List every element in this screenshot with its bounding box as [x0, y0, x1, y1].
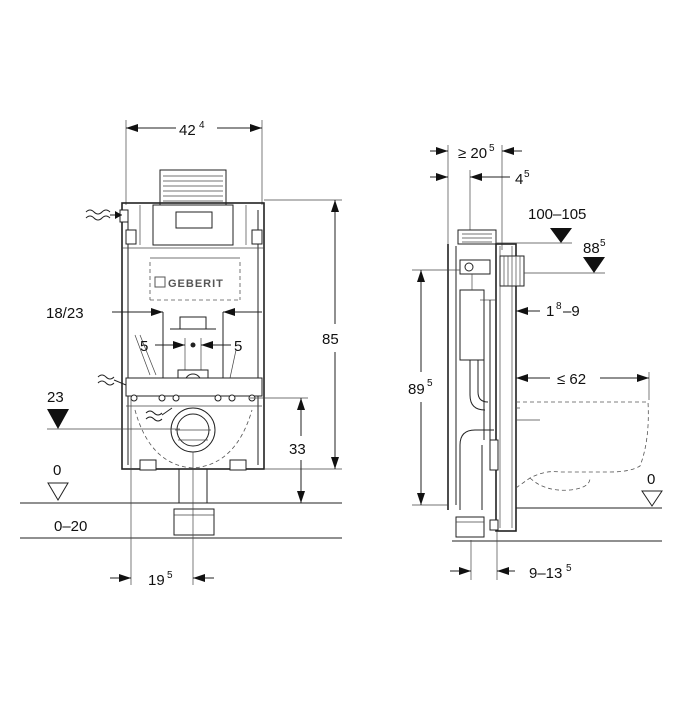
level-88-sup-label: 5	[600, 238, 606, 249]
height-85-dimension: 85	[264, 199, 342, 470]
floor-lines-side: 0	[452, 471, 663, 542]
offset-left-label: 5	[140, 338, 148, 355]
gap-tail-label: –9	[563, 303, 580, 320]
bottom-main-label: 19	[148, 572, 165, 589]
floor-lines-front: 0 0–20	[20, 462, 342, 539]
height-total-label: 85	[322, 331, 339, 348]
brand-logo: GEBERIT	[154, 276, 224, 290]
installation-frame	[119, 202, 265, 470]
height-33-dimension: 33	[250, 397, 308, 503]
gap-main-label: 1	[546, 303, 554, 320]
bottom-offset-dimension: 19 5	[110, 398, 214, 589]
toilet-bowl	[515, 401, 649, 491]
offset-dimensions: 5 5	[140, 338, 242, 355]
drain-pipe	[173, 469, 215, 536]
range-top-marker: 100–105	[496, 206, 586, 244]
width-dimension: 42 4	[125, 120, 263, 205]
wall-main-label: 9–13	[529, 565, 562, 582]
width-main-label: 42	[179, 122, 196, 139]
wall-sup-label: 5	[566, 563, 572, 574]
floor-range-label: 0–20	[54, 518, 87, 535]
top-offset-main-label: 4	[515, 171, 523, 188]
water-supply-lower-icon	[97, 374, 173, 422]
pipe-spacing-label: 18/23	[46, 305, 84, 322]
level-23-label: 23	[47, 389, 64, 406]
height-89-sup-label: 5	[427, 378, 433, 389]
height-89-main-label: 89	[408, 381, 425, 398]
depth-main-label: ≥ 20	[458, 145, 487, 162]
level-23-marker: 23	[47, 389, 180, 430]
bowl-length-dimension: ≤ 62	[516, 371, 650, 400]
top-offset-sup-label: 5	[524, 169, 530, 180]
level-88-marker: 88 5	[524, 238, 606, 274]
height-89-dimension: 89 5	[408, 269, 460, 506]
side-frame	[447, 229, 525, 532]
wall-dimension: 9–13 5	[450, 531, 572, 582]
front-view: 42 4	[20, 120, 342, 589]
range-top-label: 100–105	[528, 206, 586, 223]
side-floor-zero-label: 0	[647, 471, 655, 488]
side-view: ≥ 20 5 4 5	[408, 143, 663, 582]
inner-fittings	[125, 312, 263, 469]
bottom-sup-label: 5	[167, 570, 173, 581]
flush-plate	[159, 169, 227, 206]
level-88-main-label: 88	[583, 240, 600, 257]
height-33-label: 33	[289, 441, 306, 458]
offset-right-label: 5	[234, 338, 242, 355]
water-supply-icon	[85, 209, 122, 221]
width-sup-label: 4	[199, 120, 205, 131]
pipe-spacing-dimension: 18/23	[46, 305, 262, 322]
floor-zero-label: 0	[53, 462, 61, 479]
bowl-max-label: ≤ 62	[557, 371, 586, 388]
gap-dimension: 1 8 –9	[516, 301, 580, 320]
depth-sup-label: 5	[489, 143, 495, 154]
side-pipes	[455, 300, 540, 538]
logo-text: GEBERIT	[168, 278, 224, 290]
gap-sup-label: 8	[556, 301, 562, 312]
